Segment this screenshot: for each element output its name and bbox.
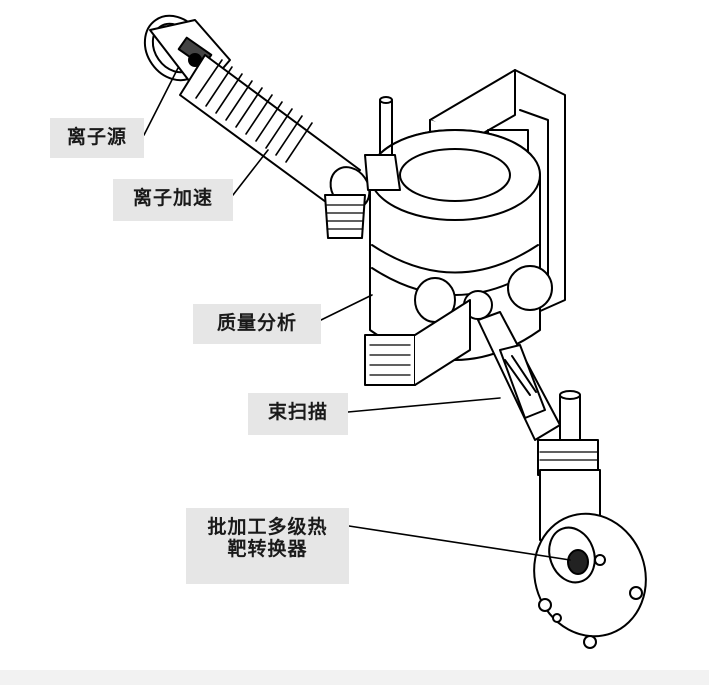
label-mass-analysis: 质量分析 (193, 304, 321, 344)
label-ion-source: 离子源 (50, 118, 144, 158)
label-target-changer-line2: 靶转换器 (227, 538, 308, 560)
label-beam-scanning: 束扫描 (248, 393, 348, 435)
vacuum-pump (324, 194, 366, 239)
leader-lines (143, 67, 571, 561)
beam-scanner (477, 311, 561, 441)
label-target-changer-line1: 批加工多级热 (207, 516, 328, 538)
bottom-strip (0, 670, 709, 685)
label-target-changer: 批加工多级热 靶转换器 (186, 508, 349, 584)
target-changer-disc (533, 512, 647, 649)
label-ion-acceleration: 离子加速 (113, 179, 233, 221)
analyzer-base (364, 299, 471, 386)
